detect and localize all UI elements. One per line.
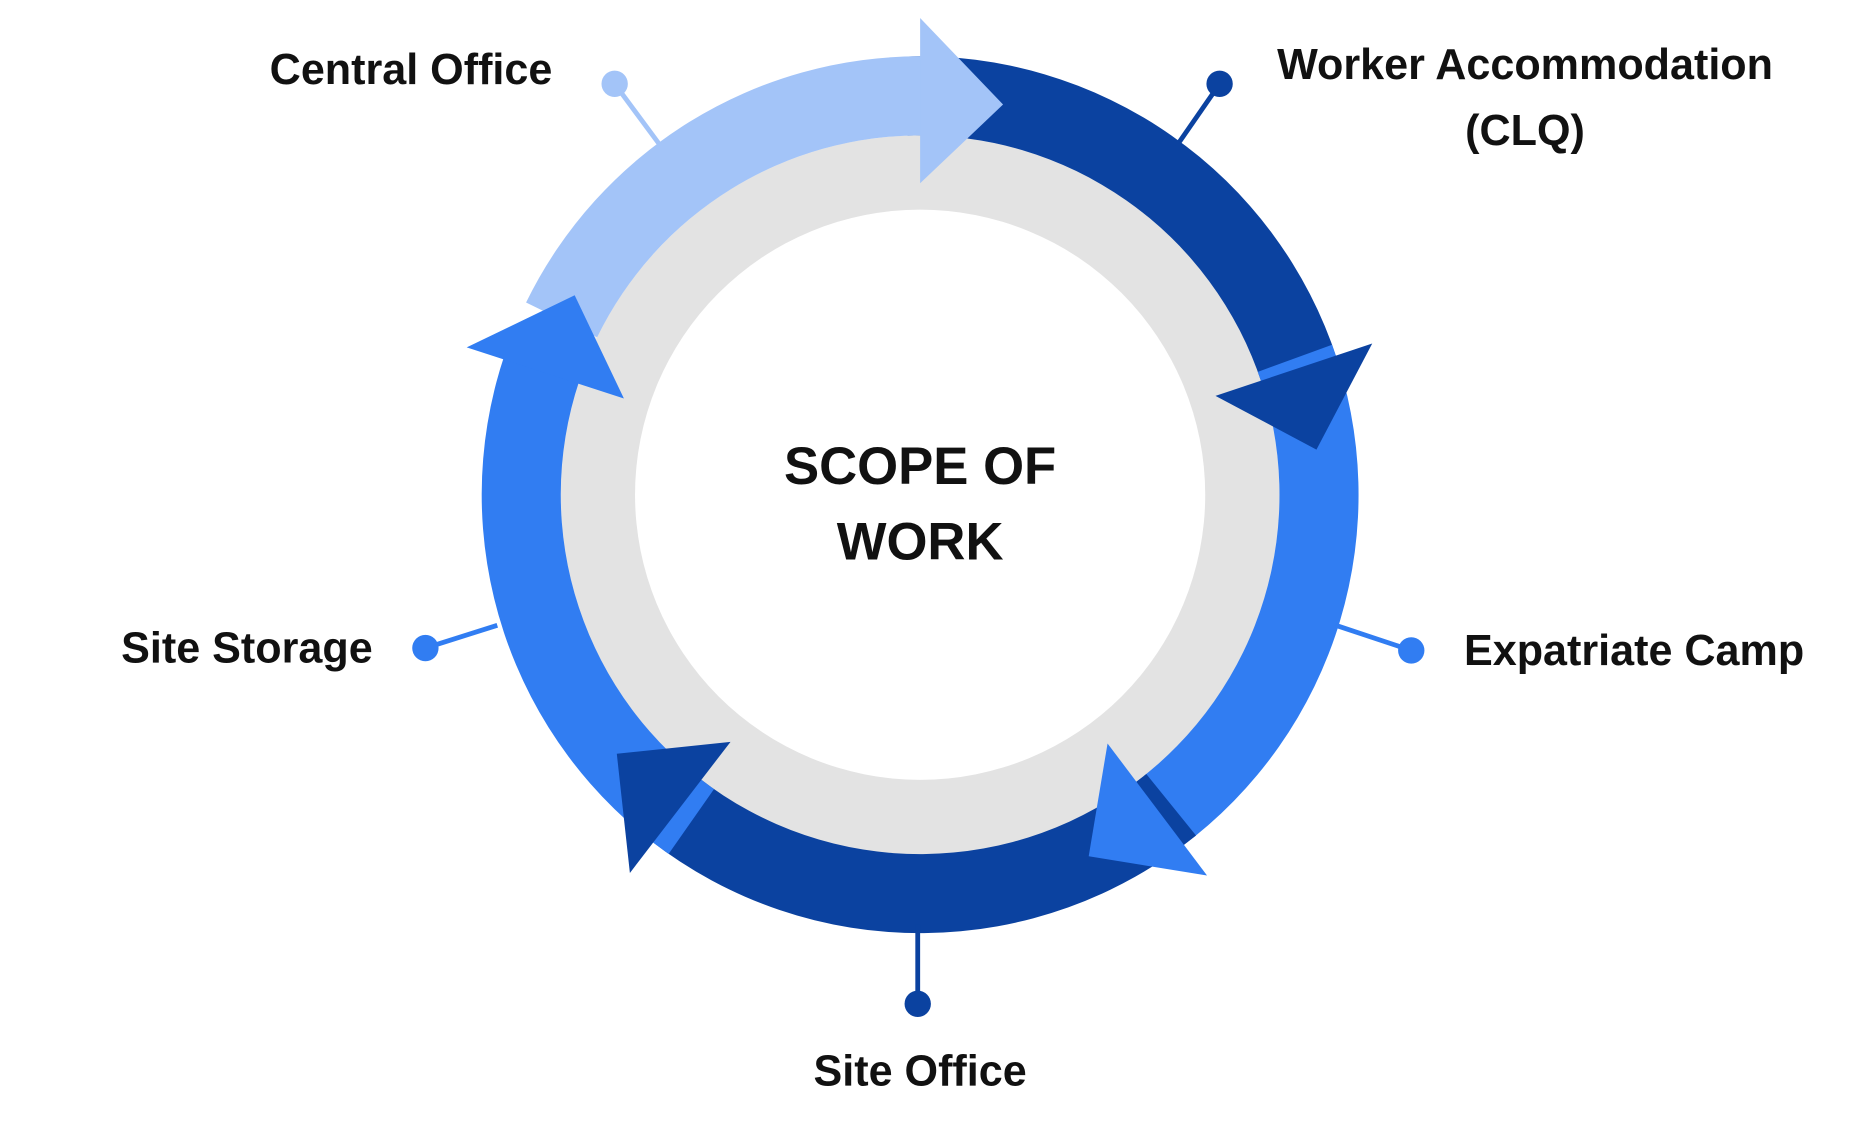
- cycle-arrows: [466, 17, 1373, 934]
- label-site-storage: Site Storage: [121, 624, 373, 672]
- arrow-site-office-body: [650, 774, 1197, 934]
- arrow-expatriate-camp-head: [1088, 743, 1208, 876]
- label-expatriate-camp: Expatriate Camp: [1464, 627, 1804, 675]
- center-title-line1: SCOPE OF: [784, 437, 1056, 496]
- label-worker-accommodation: Worker Accommodation: [1277, 41, 1773, 89]
- center-circle: [635, 209, 1206, 780]
- connector-expatriate-camp: [1335, 623, 1425, 664]
- label-site-office: Site Office: [814, 1047, 1027, 1095]
- arrow-site-office-head: [616, 741, 731, 873]
- connector-site-storage: [412, 623, 498, 662]
- connector-central-office: [601, 70, 661, 146]
- arrow-central-office-body: [526, 56, 924, 338]
- connector-site-office: [904, 924, 931, 1018]
- arrow-worker-accommodation-head: [1215, 343, 1373, 450]
- label-worker-accommodation-clq: (CLQ): [1465, 107, 1585, 155]
- center-title-line2: WORK: [837, 512, 1004, 571]
- label-central-office: Central Office: [270, 46, 553, 94]
- arrow-central-office-head: [920, 17, 1004, 184]
- arrow-expatriate-camp-body: [1133, 344, 1359, 848]
- connector-worker-accommodation: [1174, 70, 1233, 148]
- arrow-site-storage-body: [481, 355, 715, 854]
- arrow-site-storage-head: [466, 295, 624, 399]
- arrow-worker-accommodation-body: [904, 56, 1338, 384]
